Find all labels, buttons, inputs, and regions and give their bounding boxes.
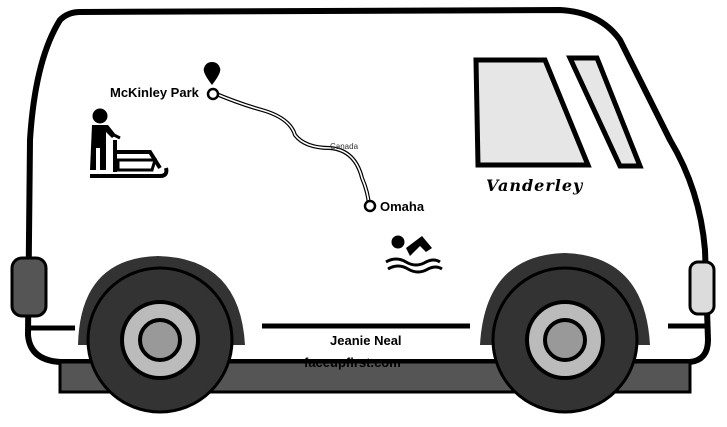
route-line bbox=[213, 91, 371, 206]
end-marker bbox=[363, 199, 377, 213]
website-label: faceupfirst.com bbox=[304, 355, 401, 370]
end-location-label: Omaha bbox=[380, 199, 425, 214]
start-marker bbox=[206, 87, 220, 101]
front-wheel bbox=[491, 266, 639, 414]
route-label: Canada bbox=[330, 142, 359, 151]
map-pin-icon bbox=[203, 62, 221, 85]
front-window bbox=[473, 57, 592, 168]
dog-sled-icon bbox=[90, 108, 169, 178]
brand-label: Vanderley bbox=[486, 176, 584, 195]
side-window bbox=[566, 55, 644, 169]
swimmer-icon bbox=[385, 235, 443, 274]
start-location-label: McKinley Park bbox=[110, 85, 199, 100]
rear-light bbox=[10, 256, 48, 318]
front-light bbox=[688, 260, 716, 316]
owner-name-label: Jeanie Neal bbox=[330, 333, 402, 348]
rear-wheel bbox=[86, 266, 234, 414]
